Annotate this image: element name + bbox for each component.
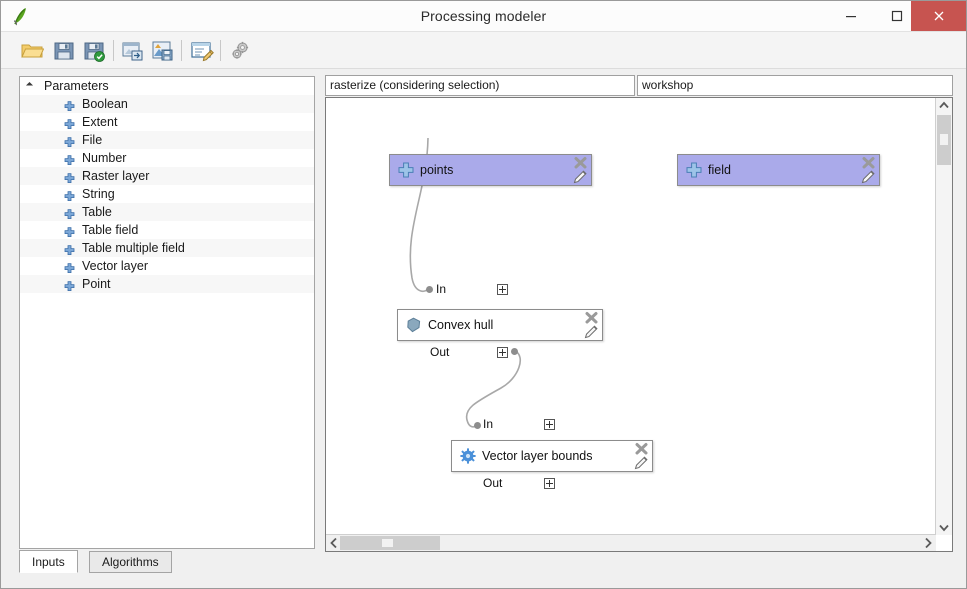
tree-item-label: File — [82, 133, 103, 147]
chevron-right-icon[interactable] — [920, 535, 936, 551]
vector-bounds-gear-icon — [460, 448, 476, 464]
export-image-icon[interactable] — [121, 39, 145, 63]
inputs-tree-panel[interactable]: Parameters Boolean Extent File Number — [19, 76, 315, 549]
pencil-edit-icon[interactable] — [584, 324, 600, 339]
tree-item-point[interactable]: Point — [20, 275, 314, 293]
tab-inputs[interactable]: Inputs — [19, 550, 78, 573]
convex-hull-polygon-icon — [406, 317, 422, 333]
tree-item-table[interactable]: Table — [20, 203, 314, 221]
panel-tab-bar: Inputs Algorithms — [19, 550, 319, 573]
tree-item-label: Vector layer — [82, 259, 149, 273]
qgis-leaf-icon — [10, 5, 32, 27]
model-node-label: field — [708, 163, 731, 177]
parameter-plus-icon — [64, 279, 75, 291]
tree-item-label: String — [82, 187, 115, 201]
parameter-plus-icon — [64, 261, 75, 273]
pencil-edit-icon[interactable] — [861, 169, 877, 184]
vector-layer-bounds-in-label: In — [483, 417, 494, 431]
floppy-save-as-icon[interactable] — [82, 39, 106, 63]
tree-item-label: Table field — [82, 223, 139, 237]
floppy-save-icon[interactable] — [52, 39, 76, 63]
parameter-plus-icon — [64, 117, 75, 129]
tree-item-label: Raster layer — [82, 169, 150, 183]
tab-algorithms[interactable]: Algorithms — [89, 551, 172, 573]
vector-layer-bounds-out-expand-button[interactable] — [544, 478, 555, 489]
window-title: Processing modeler — [420, 8, 547, 24]
tree-item-vector-layer[interactable]: Vector layer — [20, 257, 314, 275]
model-node-label: points — [420, 163, 454, 177]
export-svg-icon[interactable] — [151, 39, 175, 63]
model-node-label: Convex hull — [428, 318, 494, 332]
parameter-plus-icon — [64, 225, 75, 237]
run-gears-icon[interactable] — [228, 39, 252, 63]
canvas-horizontal-scrollbar[interactable] — [326, 534, 936, 551]
edit-help-icon[interactable] — [190, 39, 214, 63]
parameter-plus-icon — [398, 162, 414, 178]
main-toolbar — [1, 32, 966, 69]
canvas-horizontal-scroll-thumb[interactable] — [340, 536, 440, 550]
vector-layer-bounds-in-expand-button[interactable] — [544, 419, 555, 430]
model-canvas[interactable]: points fi — [326, 98, 936, 535]
convex-hull-in-port-dot[interactable] — [426, 286, 433, 293]
tree-root-parameters[interactable]: Parameters — [20, 77, 314, 95]
vector-layer-bounds-out-label: Out — [483, 476, 503, 490]
tree-item-extent[interactable]: Extent — [20, 113, 314, 131]
tree-item-boolean[interactable]: Boolean — [20, 95, 314, 113]
tree-item-number[interactable]: Number — [20, 149, 314, 167]
model-node-points[interactable]: points — [389, 154, 592, 186]
model-node-convex-hull[interactable]: Convex hull — [397, 309, 603, 341]
model-node-field[interactable]: field — [677, 154, 880, 186]
tree-item-table-field[interactable]: Table field — [20, 221, 314, 239]
tree-item-label: Point — [82, 277, 111, 291]
convex-hull-out-label: Out — [430, 345, 450, 359]
tree-item-label: Table multiple field — [82, 241, 185, 255]
folder-open-icon[interactable] — [20, 39, 45, 63]
minimize-button[interactable] — [828, 1, 874, 31]
convex-hull-in-expand-button[interactable] — [497, 284, 508, 295]
parameter-plus-icon — [64, 135, 75, 147]
close-x-icon[interactable] — [861, 156, 876, 170]
tree-item-string[interactable]: String — [20, 185, 314, 203]
maximize-button[interactable] — [874, 1, 920, 31]
parameter-plus-icon — [64, 207, 75, 219]
close-x-icon[interactable] — [573, 156, 588, 170]
parameter-plus-icon — [64, 171, 75, 183]
parameter-plus-icon — [64, 243, 75, 255]
tree-item-label: Number — [82, 151, 127, 165]
parameter-plus-icon — [686, 162, 702, 178]
parameter-plus-icon — [64, 189, 75, 201]
chevron-up-icon[interactable] — [936, 98, 952, 113]
tree-item-raster-layer[interactable]: Raster layer — [20, 167, 314, 185]
close-x-icon[interactable] — [584, 311, 599, 325]
tree-item-label: Boolean — [82, 97, 128, 111]
canvas-vertical-scrollbar[interactable] — [935, 98, 952, 535]
tree-item-label: Extent — [82, 115, 118, 129]
tab-inputs-label: Inputs — [32, 555, 65, 569]
tree-item-file[interactable]: File — [20, 131, 314, 149]
model-node-label: Vector layer bounds — [482, 449, 593, 463]
tree-root-label: Parameters — [44, 79, 109, 93]
vector-layer-bounds-in-port-dot[interactable] — [474, 422, 481, 429]
convex-hull-out-expand-button[interactable] — [497, 347, 508, 358]
canvas-vertical-scroll-thumb[interactable] — [937, 115, 951, 165]
parameter-plus-icon — [64, 99, 75, 111]
tab-algorithms-label: Algorithms — [102, 555, 159, 569]
chevron-left-icon[interactable] — [326, 535, 342, 551]
close-button[interactable] — [911, 1, 966, 31]
close-x-icon[interactable] — [634, 442, 649, 456]
model-name-input[interactable]: rasterize (considering selection) — [325, 75, 635, 96]
convex-hull-out-port-dot[interactable] — [511, 348, 518, 355]
pencil-edit-icon[interactable] — [573, 169, 589, 184]
chevron-down-icon[interactable] — [936, 520, 952, 535]
expand-triangle-icon[interactable] — [25, 81, 34, 90]
title-bar: Processing modeler — [1, 1, 966, 32]
model-node-vector-layer-bounds[interactable]: Vector layer bounds — [451, 440, 653, 472]
parameter-plus-icon — [64, 153, 75, 165]
tree-item-table-multiple-field[interactable]: Table multiple field — [20, 239, 314, 257]
tree-item-label: Table — [82, 205, 112, 219]
group-name-input[interactable]: workshop — [637, 75, 953, 96]
convex-hull-in-label: In — [436, 282, 447, 296]
pencil-edit-icon[interactable] — [634, 455, 650, 470]
model-canvas-frame: points fi — [325, 97, 953, 552]
